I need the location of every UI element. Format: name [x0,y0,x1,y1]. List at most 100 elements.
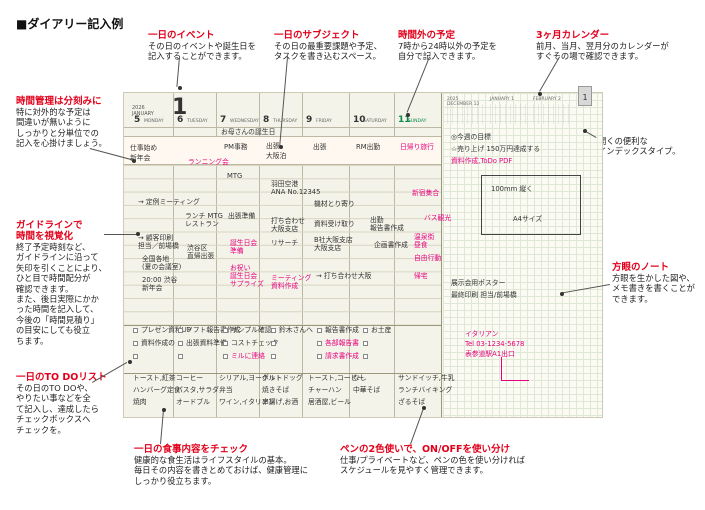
todo-checkbox[interactable] [178,341,183,346]
callout-index-body: 開くの便利な インデックスタイプ。 [598,136,681,157]
day-number: 11 [398,115,411,125]
meal-entry: ホットドッグ [262,374,303,382]
mini-calendar-prev: 2025 DECEMBER 12 [447,97,483,125]
meal-entry: サンドイッチ,牛乳 [398,374,455,382]
todo-divider [124,325,441,326]
schedule-entry: 自由行動 [414,254,442,262]
diary-spread: 2026 JANUARY 1 5 6 7 8 9 10 11 MONDAY TU… [123,92,603,418]
schedule-entry: ランニング会 [188,158,229,166]
schedule-entry: 企画書作成 [374,241,408,249]
meal-entry: 焼きそば [262,386,290,394]
mini-calendar-dates [533,104,569,124]
callout-calendar3: 3ヶ月カレンダー 前月、当月、翌月分のカレンダーが すぐその場で確認できます。 [536,30,669,62]
meal-entry: 弁当 [219,386,233,394]
todo-checkbox[interactable] [223,341,228,346]
todo-checkbox[interactable] [271,341,276,346]
todo-item: 資料作成の [141,339,175,347]
callout-todo-body: その日のTO DOや、 やりたい事などを全 て記入し、達成したら チェックボック… [16,383,99,435]
meal-entry: コーヒー [176,374,204,382]
hour-grid [124,165,441,325]
note-page: ◎今週の目標 ☆売り上げ 150万円達成する 資料作成,ToDo PDF 100… [443,93,602,417]
leader-line [104,234,138,235]
todo-checkbox[interactable] [178,328,183,333]
callout-calendar3-title: 3ヶ月カレンダー [536,30,610,41]
mini-calendar-dates [490,104,526,124]
meal-list: トースト,紅茶コーヒーシリアル,ヨーグルトホットドッグトースト,コーヒーなしサン… [127,374,455,414]
schedule-entry: 帰宅 [414,272,428,280]
index-tab-number: 1 [582,93,588,102]
schedule-entry: バス観光 [424,214,452,222]
todo-checkbox[interactable] [178,354,183,359]
todo-checkbox[interactable] [133,341,138,346]
year-label: 2026 [132,105,145,111]
schedule-entry: B社大阪支店 大阪支店 [314,236,353,252]
meal-entry: チャーハン [308,386,342,394]
note-poster: 展示会用ポスター [451,279,506,287]
leader-dot [279,145,283,149]
callout-notes-body: 方眼を生かした図や、 メモ書きを書くことが できます。 [612,273,695,304]
schedule-entry: 誕生日会 準備 [230,239,258,255]
meal-entry: なし [353,374,367,382]
mini-calendar-label: FEBRUARY 2 [533,97,561,102]
day-number: 10 [353,115,366,125]
schedule-entry: 羽田空港 ANA No.12345 [271,180,321,196]
leader-dot [128,360,132,364]
todo-checkbox[interactable] [363,328,368,333]
schedule-entry: ランチ MTG レストラン [185,212,223,228]
meal-entry: 焼肉 [133,398,147,406]
callout-todo: 一日のTO DOリスト その日のTO DOや、 やりたい事などを全 て記入し、達… [16,372,107,435]
todo-checkbox[interactable] [271,328,276,333]
meal-entry: オードブル [176,398,210,406]
note-todo: 資料作成,ToDo PDF [451,157,513,165]
schedule-entry: 打ち合わせ 大阪支店 [271,217,305,233]
leader-dot [178,86,182,90]
callout-guideline: ガイドラインで 時間を視覚化 終了予定時刻など、 ガイドラインに沿って 矢印を引… [16,220,107,346]
subject-entry: RM出勤 [356,143,381,151]
todo-checkbox[interactable] [133,328,138,333]
leader-dot [406,113,410,117]
mini-calendar-next: FEBRUARY 2 [533,97,569,125]
todo-item: 出張資料準備 [186,339,227,347]
schedule-entry: リサーチ [271,239,299,247]
todo-checkbox[interactable] [363,341,368,346]
callout-event-title: 一日のイベント [148,30,215,41]
note-print: 最終印刷 担当/前場橋 [451,291,517,299]
meal-entry: ワイン,イタリアン [219,398,275,406]
schedule-entry: 出勤 報告書作成 [370,216,404,232]
callout-meal-body: 健康的な食生活はライフスタイルの基本。 毎日その内容を書きとめておけば、健康管理… [134,455,308,486]
todo-checkbox[interactable] [317,341,322,346]
schedule-entry: 20:00 渋谷 新年会 [142,276,178,292]
meal-entry: ざるそば [398,398,426,406]
note-a4: A4サイズ [513,215,543,223]
schedule-entry: MTG [227,172,243,180]
subject-entry: PM事務 [224,143,248,151]
note-map-sketch [501,357,529,381]
todo-checkbox[interactable] [317,354,322,359]
weekday-label: TUESDAY [187,119,208,124]
mini-calendar-label: JANUARY 1 [490,97,514,102]
todo-checkbox[interactable] [133,354,138,359]
callout-overtime: 時間外の予定 7時から24時以外の予定を 自分で記入できます。 [398,30,497,62]
subject-entry: 仕事始め 新年会 [130,144,158,162]
meal-entry: 串揚げ,お酒 [262,398,299,406]
todo-checkbox[interactable] [223,328,228,333]
leader-dot [538,92,542,96]
page-title: ■ダイアリー記入例 [16,17,124,31]
leader-dot [422,406,426,410]
todo-checkbox[interactable] [363,354,368,359]
subject-row [124,137,441,165]
todo-checkbox[interactable] [223,354,228,359]
day-number: 7 [220,115,227,125]
meal-entry: ハンバーグ定食 [133,386,181,394]
todo-checkbox[interactable] [271,354,276,359]
todo-checkbox[interactable] [317,328,322,333]
month-number: 1 [172,95,188,120]
todo-item: 各部報告書 [325,339,359,347]
schedule-entry: → 顧客印刷 担当／前場橋 [138,234,179,250]
index-tab: 1 [578,86,592,106]
schedule-entry: お祝い 誕生日会 サプライズ [230,264,264,288]
callout-timeblock-body: 特に対外的な予定は 間違いが無いように しっかりと分単位での 記入を心掛けましょ… [16,107,107,149]
callout-subject: 一日のサブジェクト その日の最重要課題や予定、 タスクを書き込むスペース。 [274,30,382,62]
subject-entry: 日帰り旅行 [400,143,434,151]
